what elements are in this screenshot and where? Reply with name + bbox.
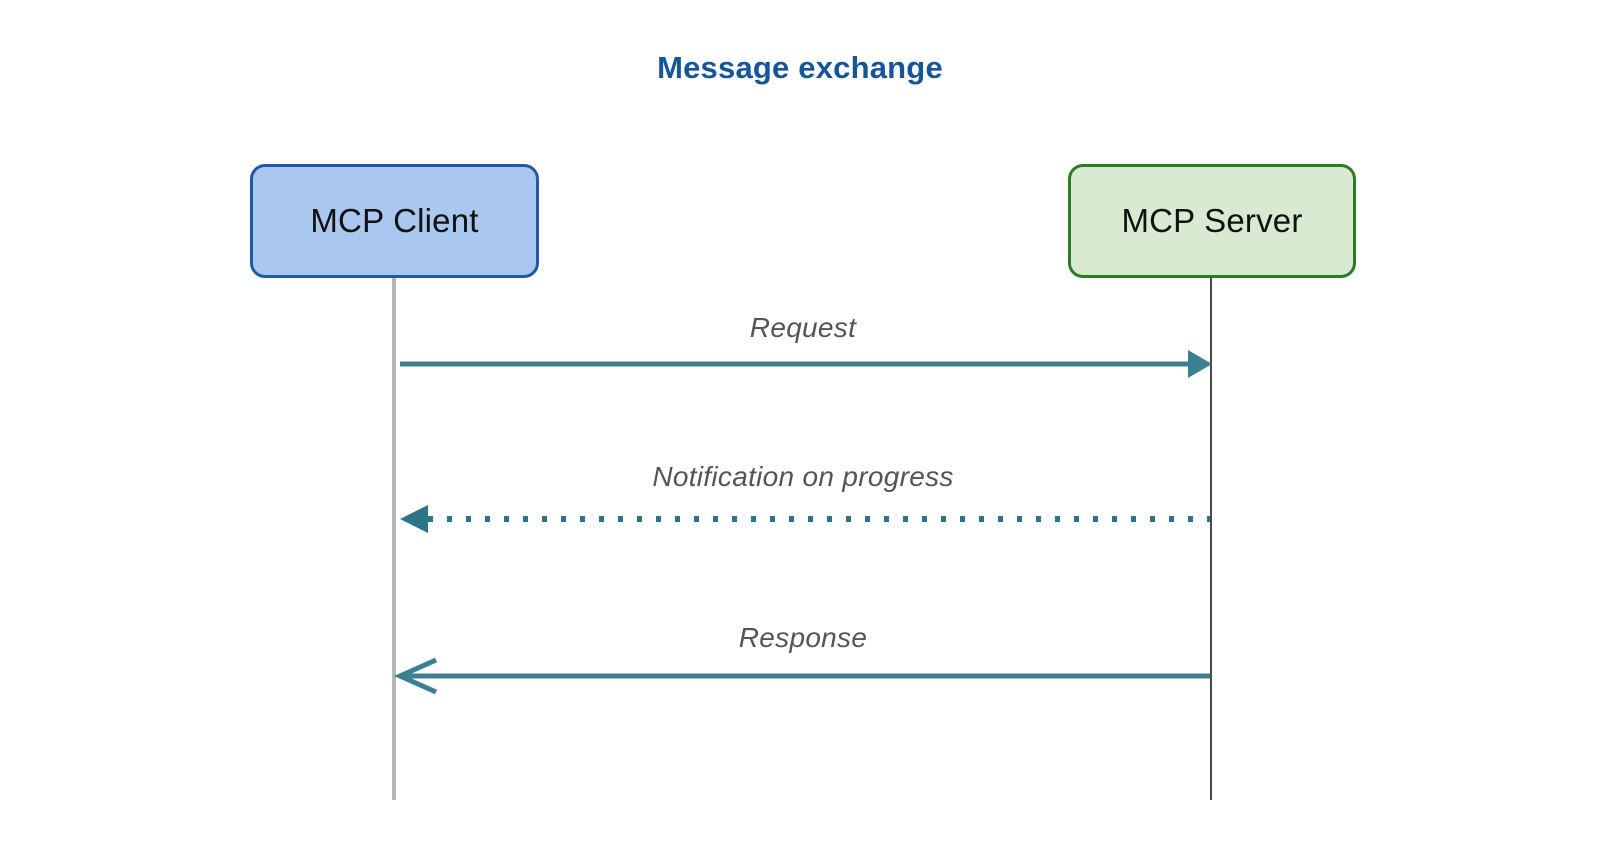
lifeline-server bbox=[1210, 278, 1212, 800]
participant-mcp-server[interactable]: MCP Server bbox=[1068, 164, 1356, 278]
response-arrowhead-icon bbox=[393, 657, 438, 695]
message-arrow-request bbox=[400, 350, 1212, 378]
message-label-request-text: Request bbox=[749, 312, 857, 343]
request-arrowhead-icon bbox=[1188, 350, 1212, 378]
notification-arrowhead-icon bbox=[400, 505, 428, 533]
participant-client-label: MCP Client bbox=[310, 202, 479, 239]
message-label-notification: Notification on progress bbox=[0, 461, 1600, 493]
lifeline-client bbox=[392, 278, 396, 800]
message-label-request: Request bbox=[0, 312, 1600, 344]
participant-mcp-client[interactable]: MCP Client bbox=[250, 164, 539, 278]
participant-server-label: MCP Server bbox=[1121, 202, 1303, 239]
message-label-notification-text: Notification on progress bbox=[652, 461, 954, 492]
message-label-response-text: Response bbox=[738, 622, 868, 653]
message-label-response: Response bbox=[0, 622, 1600, 654]
message-arrow-response bbox=[393, 657, 1210, 695]
page-title: Message exchange bbox=[657, 50, 943, 85]
message-arrow-notification bbox=[400, 505, 1210, 533]
